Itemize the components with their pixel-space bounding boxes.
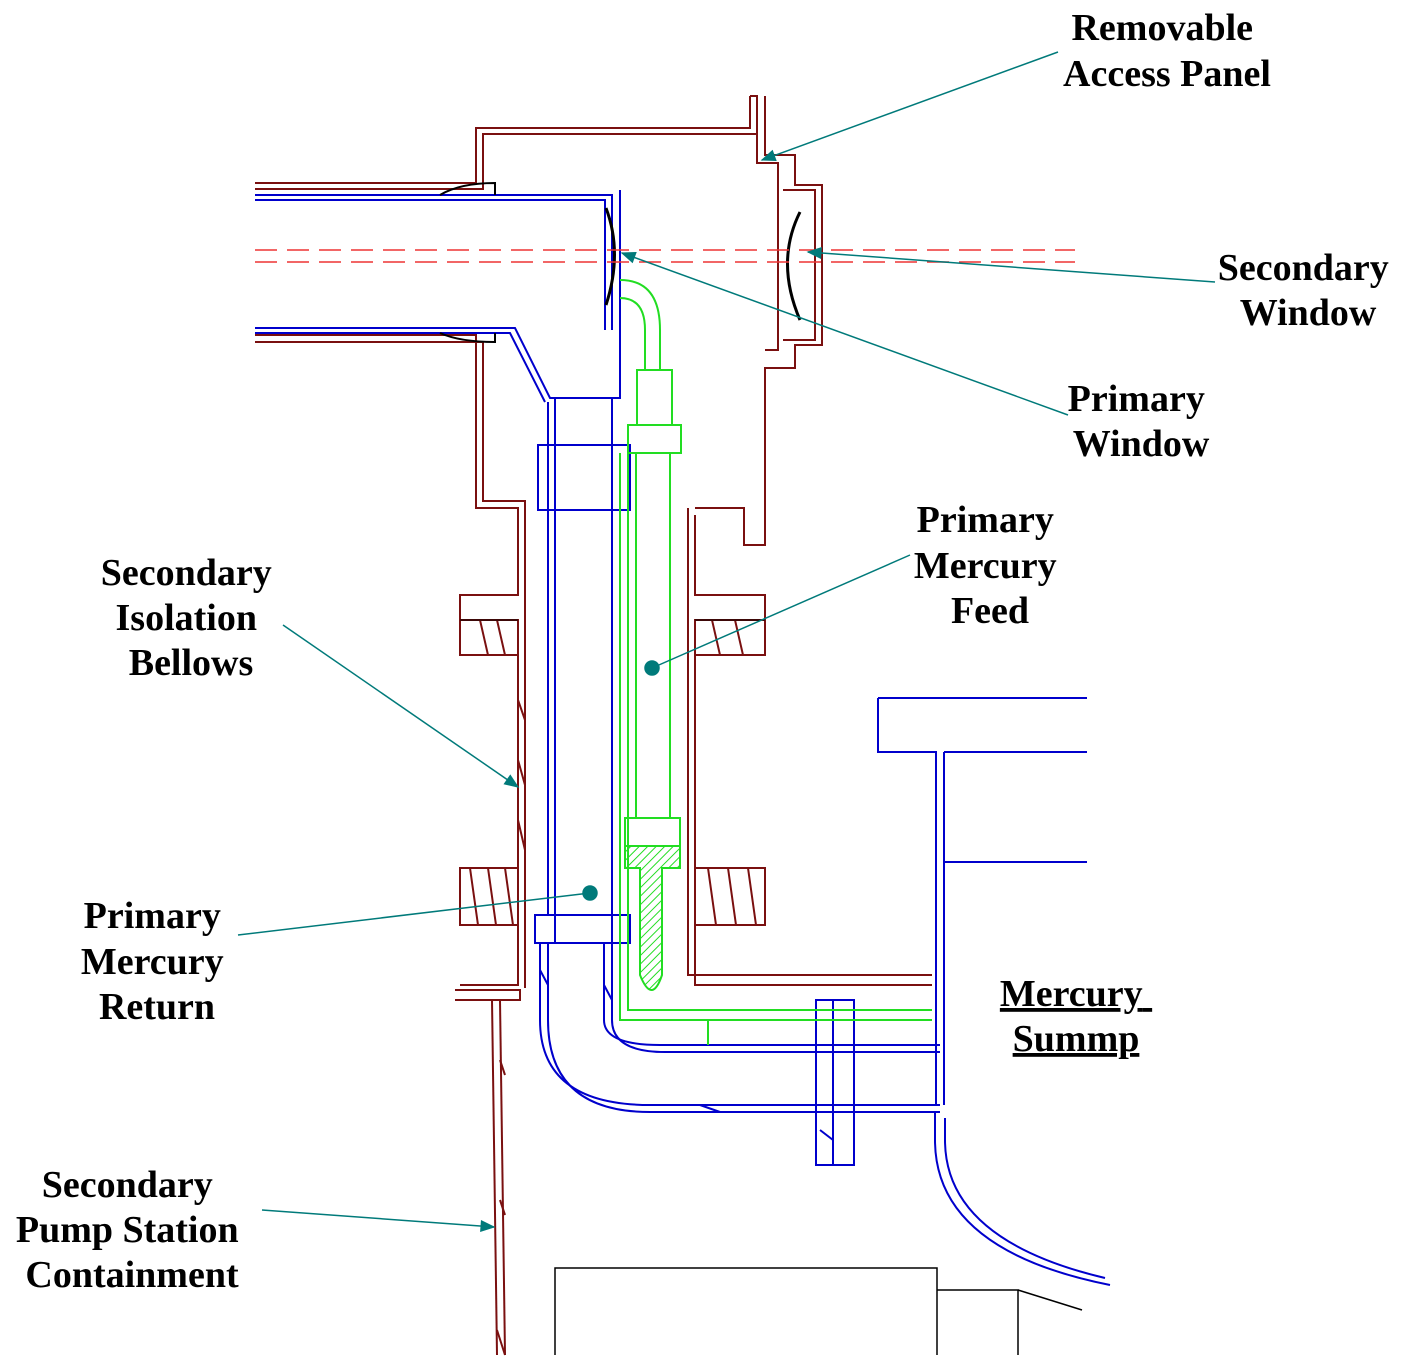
callout-lines <box>237 51 1216 1232</box>
labels: Removable Access Panel Secondary Window … <box>16 7 1399 1296</box>
callout-secondary-pump-station-containment <box>261 1209 496 1232</box>
label-primary-window: Primary Window <box>1068 378 1215 465</box>
callout-dot-feed <box>644 660 660 676</box>
callout-primary-mercury-return <box>237 892 591 936</box>
callout-dot-return <box>582 885 598 901</box>
primary-mercury-feed-pipe <box>619 279 932 1045</box>
label-secondary-isolation-bellows: Secondary Isolation Bellows <box>101 552 282 684</box>
pump-base <box>460 619 1083 1355</box>
label-primary-mercury-return: Primary Mercury Return <box>81 895 233 1028</box>
primary-target-assembly <box>255 190 1111 1286</box>
callout-primary-window <box>620 251 1069 416</box>
callout-primary-mercury-feed <box>651 554 911 669</box>
callout-removable-access-panel <box>760 51 1059 162</box>
label-secondary-pump-station-containment: Secondary Pump Station Containment <box>16 1164 248 1296</box>
label-mercury-sump: Mercury Summp <box>1000 973 1152 1060</box>
callout-secondary-isolation-bellows <box>282 624 520 788</box>
windows <box>439 181 802 344</box>
label-primary-mercury-feed: Primary Mercury Feed <box>914 499 1066 632</box>
beam-centerline <box>255 249 1075 263</box>
secondary-containment <box>255 95 932 1356</box>
callout-secondary-window <box>806 247 1216 283</box>
label-removable-access-panel: Removable Access Panel <box>1063 7 1271 95</box>
label-secondary-window: Secondary Window <box>1218 247 1399 334</box>
